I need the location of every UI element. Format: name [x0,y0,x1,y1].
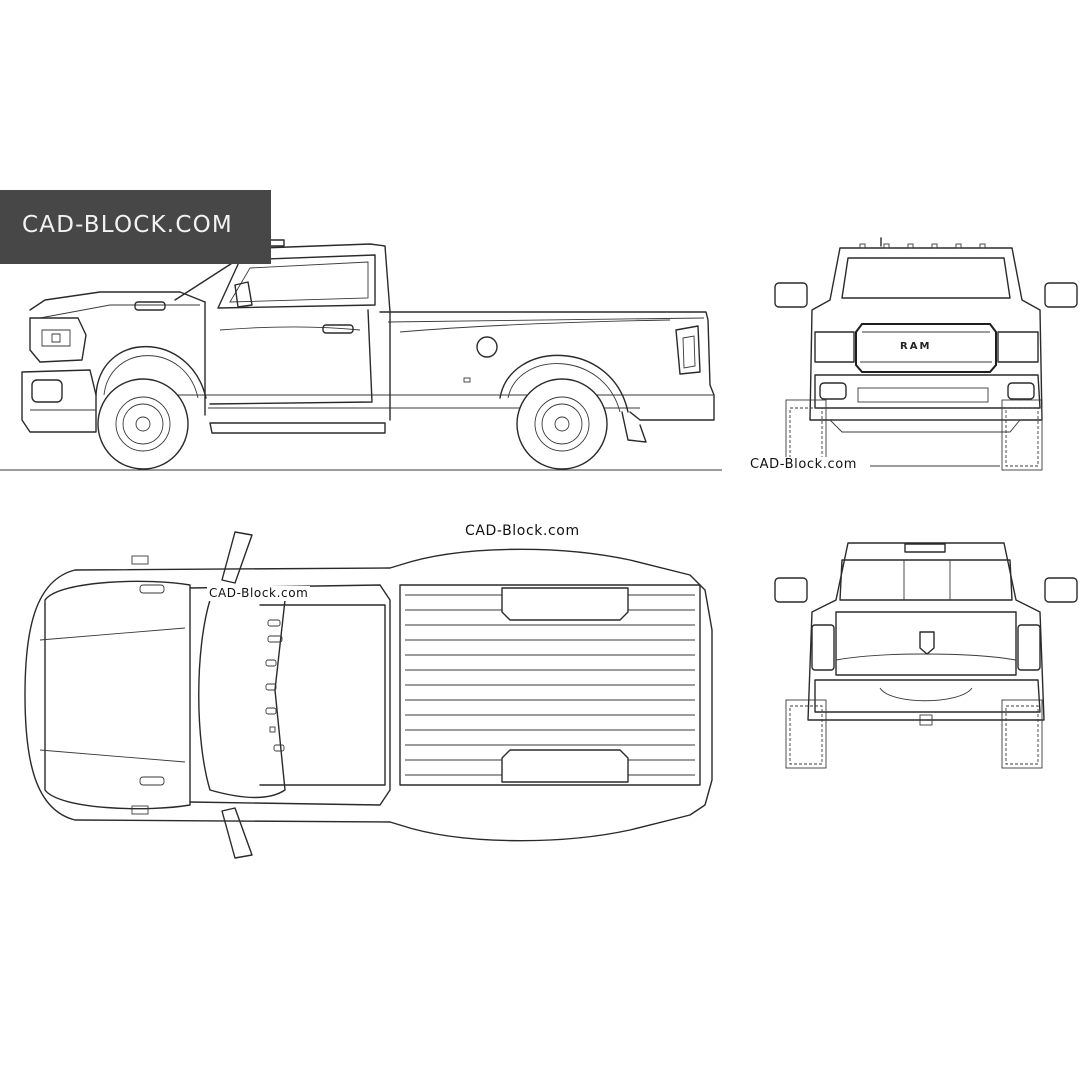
watermark-top-view-cab: CAD-Block.com [207,586,311,601]
side-view-drawing [0,239,722,471]
rear-wheel [516,378,608,470]
grille-ram-badge: RAM [900,341,932,352]
front-view-drawing [774,237,1078,471]
watermark-top-view-center: CAD-Block.com [463,523,582,539]
brand-banner [0,190,271,264]
brand-banner-text: CAD-BLOCK.COM [22,212,233,238]
rear-view-drawing [774,542,1078,769]
top-view-drawing [24,531,713,859]
front-wheel [97,378,189,470]
watermark-front-view: CAD-Block.com [748,457,860,472]
